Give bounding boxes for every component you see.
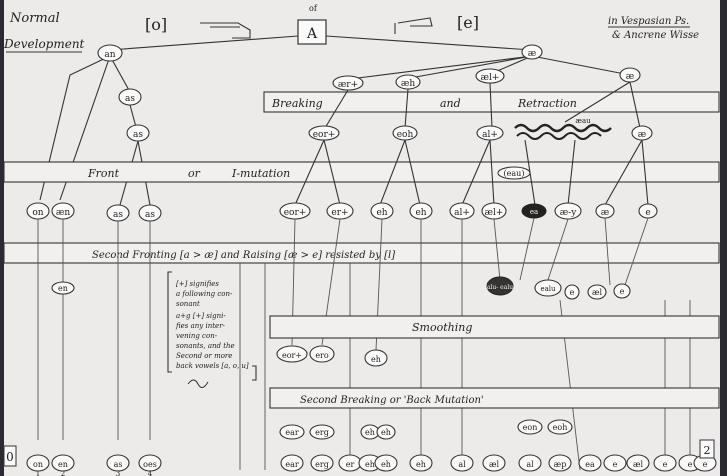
note-line-5: fies any inter- (175, 322, 226, 330)
note-line-4: a+g [+] signi- (176, 312, 226, 320)
note-line-9: back vowels [a, o, u] (176, 362, 249, 370)
row-node-ea-label: ea (530, 208, 538, 216)
node-ae-right-label: æ (626, 72, 634, 82)
outcome-node-label: e (703, 460, 708, 469)
node-e-small-label: e (570, 288, 575, 297)
row-node-er-plus-label: er+ (331, 208, 348, 218)
outcome-node-label: æl (489, 460, 500, 469)
node-eoh-label: eoh (397, 130, 414, 140)
root-node-label: A (306, 26, 318, 42)
node-as-2-label: as (133, 130, 143, 140)
outcome-node-label: al (458, 460, 466, 469)
node-eor-plus-label: eor+ (313, 130, 336, 140)
row-node-eor-plus-label: eor+ (284, 208, 307, 218)
row-node-eh-a-label: eh (376, 208, 387, 218)
outcome-node-label: eh (416, 460, 426, 469)
outcome-node-label: eh (381, 460, 391, 469)
row-node-aen-label: æn (56, 208, 70, 218)
outcome-node-label: oes (143, 460, 157, 469)
row-node-on-label: on (32, 208, 43, 218)
band-breaking-word-1: Breaking (271, 97, 323, 110)
outcome-node-label: ear (285, 460, 299, 469)
column-number: 1 (36, 470, 40, 476)
note-line-6: vening con- (176, 332, 218, 340)
row-node-ae-label: æ (601, 208, 609, 218)
node-b-eh1-label: eh (365, 428, 375, 437)
note-line-7: sonants, and the (176, 342, 235, 350)
node-b-eon-label: eon (523, 423, 538, 432)
front-row-nodes: on æn as as eor+ er+ eh eh al+ æl+ ea æ-… (27, 203, 657, 221)
band-front-word-3: I-mutation (231, 167, 290, 180)
row-node-as-1-label: as (113, 210, 123, 220)
node-eh-low-label: eh (371, 355, 381, 364)
node-ae-label: æ (528, 49, 536, 59)
node-ero-low-label: ero (315, 351, 329, 360)
row-node-ae-y-label: æ-y (560, 208, 578, 218)
row-node-al-plus-label: al+ (454, 208, 470, 218)
note-line-8: Second or more (176, 352, 232, 360)
corner-left-label: 0 (6, 450, 14, 464)
node-ae-r2-label: æ (638, 130, 646, 140)
source-ancrene: & Ancrene Wisse (612, 30, 699, 41)
node-b-erg-label: erg (315, 428, 329, 437)
bracket-o-label: [o] (145, 15, 167, 34)
band-breaking-word-2: and (440, 97, 461, 110)
row-node-e-label: e (645, 208, 650, 218)
row-node-eh-b-label: eh (415, 208, 426, 218)
band-second-breaking-label: Second Breaking or 'Back Mutation' (300, 395, 484, 406)
outcome-node-label: erg (315, 460, 329, 469)
outcome-node-label: on (33, 460, 43, 469)
outcome-node-label: e (613, 460, 618, 469)
corner-right-label: 2 (704, 444, 711, 457)
source-vespasian: in Vespasian Ps. (608, 16, 689, 27)
node-aer-plus-label: ær+ (338, 80, 358, 90)
node-as-1-label: as (125, 94, 135, 104)
node-eor-low-label: eor+ (282, 351, 302, 360)
band-front-word-2: or (188, 167, 201, 180)
column-number: 2 (61, 470, 65, 476)
title-normal: Normal (9, 11, 60, 26)
node-b-eh2-label: eh (381, 428, 391, 437)
node-b-ear-label: ear (285, 428, 299, 437)
outcome-node-label: æl (633, 460, 644, 469)
outcome-node-label: al (526, 460, 534, 469)
node-en-mid-label: en (58, 284, 68, 293)
node-alu-ealu-label: alu- ealu (487, 284, 513, 291)
node-eau-label: (eau) (504, 169, 525, 178)
of-label: of (309, 4, 318, 13)
outcome-node-label: e (688, 460, 693, 469)
outcome-node-label: er (346, 460, 355, 469)
node-b-eoh-label: eoh (553, 423, 568, 432)
title-development: Development (3, 37, 85, 51)
note-line-1: [+] signifies (176, 280, 219, 288)
band-breaking-word-3: Retraction (517, 97, 577, 110)
column-number: 3 (116, 470, 120, 476)
outcome-node-label: æp (554, 460, 567, 469)
note-line-2: a following con- (176, 290, 233, 298)
row-node-ael-plus-label: æl+ (485, 208, 504, 218)
band-smoothing (270, 316, 719, 338)
node-e-s2-label: e (620, 287, 625, 296)
node-aeh-label: æh (401, 79, 415, 89)
outcome-node-label: ea (585, 460, 595, 469)
node-ealu-label: ealu (540, 285, 556, 293)
outcome-node-label: en (58, 460, 68, 469)
band-second-fronting-label: Second Fronting [a > æ] and Raising [æ >… (92, 250, 395, 261)
column-number: 4 (148, 470, 153, 476)
band-front-word-1: Front (87, 167, 120, 180)
node-ael-plus-label: æl+ (481, 73, 500, 83)
node-an-label: an (104, 50, 115, 60)
node-aeau-label: æau (575, 117, 591, 125)
note-line-3: sonant (176, 300, 200, 308)
node-al-plus-label: al+ (482, 130, 498, 140)
outcome-node-label: e (663, 460, 668, 469)
outcome-node-label: as (114, 460, 123, 469)
bracket-e-label: [e] (457, 13, 479, 32)
band-smoothing-label: Smoothing (412, 321, 472, 334)
row-node-as-2-label: as (145, 210, 155, 220)
node-ael-s-label: æl (592, 288, 603, 297)
outcome-node-label: eh (365, 460, 375, 469)
